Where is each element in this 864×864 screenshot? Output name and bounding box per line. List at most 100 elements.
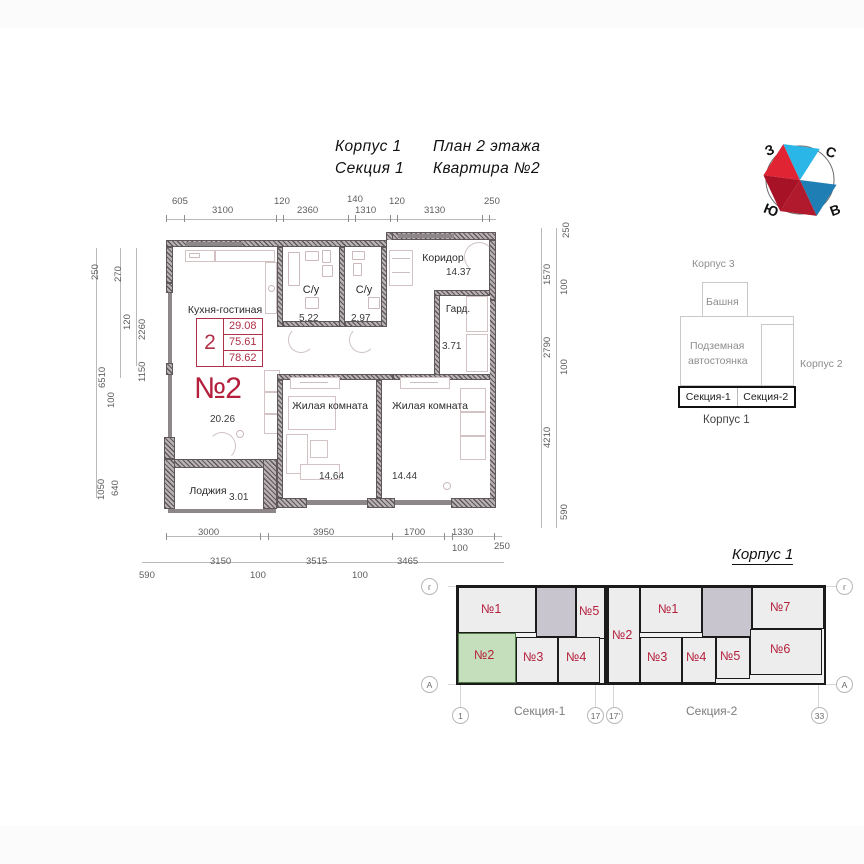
sofa-living1 bbox=[300, 464, 340, 480]
dim-right-4210: 4210 bbox=[542, 426, 553, 448]
info-room-count: 2 bbox=[196, 318, 224, 367]
dim-tick bbox=[348, 215, 349, 222]
key-plan-unit-s2-2[interactable] bbox=[608, 587, 640, 683]
key-plan-num-s1-5: №5 bbox=[579, 604, 600, 618]
room-area-kitchen: 20.26 bbox=[210, 414, 236, 425]
site-label-parking-line1: Подземная bbox=[690, 340, 745, 352]
bed-unit-living2 bbox=[400, 377, 450, 389]
closet-hatch-line bbox=[392, 272, 410, 273]
key-plan-core-s1 bbox=[536, 587, 576, 637]
key-plan-unit-s2-4[interactable] bbox=[682, 637, 716, 683]
door-arc-bath2 bbox=[349, 327, 375, 353]
compass-rose: З С В Ю bbox=[752, 132, 848, 228]
key-plan-unit-s2-6[interactable] bbox=[750, 629, 822, 675]
dim-bottom-1330: 1330 bbox=[452, 527, 474, 538]
washer-icon bbox=[322, 265, 333, 277]
dim-tick bbox=[482, 215, 483, 222]
page-title: Корпус 1 План 2 этажа Секция 1 Квартира … bbox=[330, 136, 570, 180]
dim-tick bbox=[355, 215, 356, 222]
wall-living1-right bbox=[376, 380, 382, 498]
room-area-loggia: 3.01 bbox=[229, 492, 249, 503]
room-label-wardrobe: Гард. bbox=[445, 304, 471, 315]
dim-right-2790: 2790 bbox=[542, 336, 553, 358]
key-plan-label-section1: Секция-1 bbox=[514, 704, 566, 718]
key-plan-unit-s1-3[interactable] bbox=[516, 637, 558, 683]
dim-bottom-1700: 1700 bbox=[404, 527, 426, 538]
grid-line-1 bbox=[460, 684, 461, 712]
wall-loggia-right bbox=[263, 459, 277, 509]
axis-bubble-33: 33 bbox=[811, 707, 828, 724]
dim-left-2260: 2260 bbox=[137, 318, 148, 340]
key-plan-num-s1-3: №3 bbox=[523, 650, 544, 664]
axis-bubble-g-left: г bbox=[421, 578, 438, 595]
key-plan-num-s2-3: №3 bbox=[647, 650, 668, 664]
axis-bubble-a-right: А bbox=[836, 676, 853, 693]
wall-exterior-bottom-3 bbox=[451, 498, 496, 508]
dim-line-left-inner2 bbox=[136, 248, 137, 366]
rug-living1 bbox=[288, 396, 336, 430]
wall-exterior-right-b bbox=[489, 300, 496, 500]
title-plan-floor: План 2 этажа bbox=[433, 138, 541, 155]
door-arc-bath1 bbox=[288, 327, 314, 353]
wall-bath2-right bbox=[381, 247, 387, 327]
dim-top-120: 120 bbox=[274, 196, 290, 207]
dim-top-605: 605 bbox=[172, 196, 188, 207]
key-plan-unit-s1-1[interactable] bbox=[458, 587, 536, 633]
key-plan-unit-s2-5[interactable] bbox=[716, 637, 750, 679]
key-plan-num-s2-7: №7 bbox=[770, 600, 791, 614]
key-plan-unit-s1-4[interactable] bbox=[558, 637, 600, 683]
toilet-icon-1 bbox=[322, 250, 331, 263]
site-label-section1: Секция-1 bbox=[680, 388, 738, 406]
window-living2-bottom bbox=[395, 500, 451, 505]
key-plan-unit-s1-2-selected[interactable] bbox=[458, 633, 516, 683]
key-plan-unit-s2-7[interactable] bbox=[752, 587, 824, 629]
dim-left-120: 120 bbox=[122, 314, 133, 330]
dim-left-270: 270 bbox=[113, 266, 124, 282]
key-plan-unit-s1-5[interactable] bbox=[576, 587, 608, 639]
cabinet-icon-bath2 bbox=[368, 297, 380, 309]
dim-tick bbox=[452, 533, 453, 540]
washbasin-icon-1 bbox=[305, 251, 319, 261]
dim-bottom2-3515: 3515 bbox=[306, 556, 328, 567]
toilet-icon-2 bbox=[353, 263, 362, 276]
dim-left-100: 100 bbox=[106, 392, 117, 408]
key-plan-num-s2-6: №6 bbox=[770, 642, 791, 656]
site-label-bashnya: Башня bbox=[706, 296, 739, 308]
dim-tick bbox=[392, 533, 393, 540]
dim-line-left-outer bbox=[96, 248, 97, 498]
dim-line-bottom1 bbox=[166, 536, 502, 537]
wall-corner-left-lower bbox=[164, 437, 175, 459]
room-area-corridor: 14.37 bbox=[446, 267, 472, 278]
room-label-loggia: Лоджия bbox=[189, 485, 227, 497]
room-label-bath-2: С/у bbox=[355, 284, 373, 296]
dim-bottom-3000: 3000 bbox=[198, 527, 220, 538]
key-plan-num-s2-4: №4 bbox=[686, 650, 707, 664]
dim-tick bbox=[276, 215, 277, 222]
room-label-kitchen: Кухня-гостиная bbox=[187, 304, 263, 316]
axis-bubble-g-right: г bbox=[836, 578, 853, 595]
key-plan-unit-s2-3[interactable] bbox=[640, 637, 682, 683]
loggia-railing bbox=[168, 509, 276, 513]
wall-bath1-right bbox=[339, 247, 345, 327]
kitchen-counter-2 bbox=[215, 250, 275, 262]
room-label-living-2: Жилая комната bbox=[392, 400, 468, 412]
key-plan-num-s1-1: №1 bbox=[481, 602, 502, 616]
wall-pier-left-1 bbox=[166, 283, 173, 293]
stove-icon bbox=[189, 253, 200, 258]
dim-tick bbox=[268, 533, 269, 540]
dim-tick bbox=[166, 215, 167, 222]
site-label-parking-line2: автостоянка bbox=[688, 355, 748, 367]
key-plan-label-section2: Секция-2 bbox=[686, 704, 738, 718]
key-plan-unit-s2-1[interactable] bbox=[640, 587, 702, 633]
dim-tick bbox=[260, 533, 261, 540]
dim-line-bottom2 bbox=[142, 562, 504, 563]
closet-hatch-line bbox=[300, 382, 328, 383]
closet-hatch-line bbox=[410, 382, 438, 383]
key-plan-title: Корпус 1 bbox=[732, 546, 794, 565]
wall-wardrobe-top bbox=[434, 290, 490, 296]
key-plan-core-s2 bbox=[702, 587, 752, 637]
wall-pier-left-2 bbox=[166, 363, 173, 375]
info-area-total: 75.61 bbox=[223, 334, 263, 351]
dim-tick bbox=[494, 533, 495, 540]
